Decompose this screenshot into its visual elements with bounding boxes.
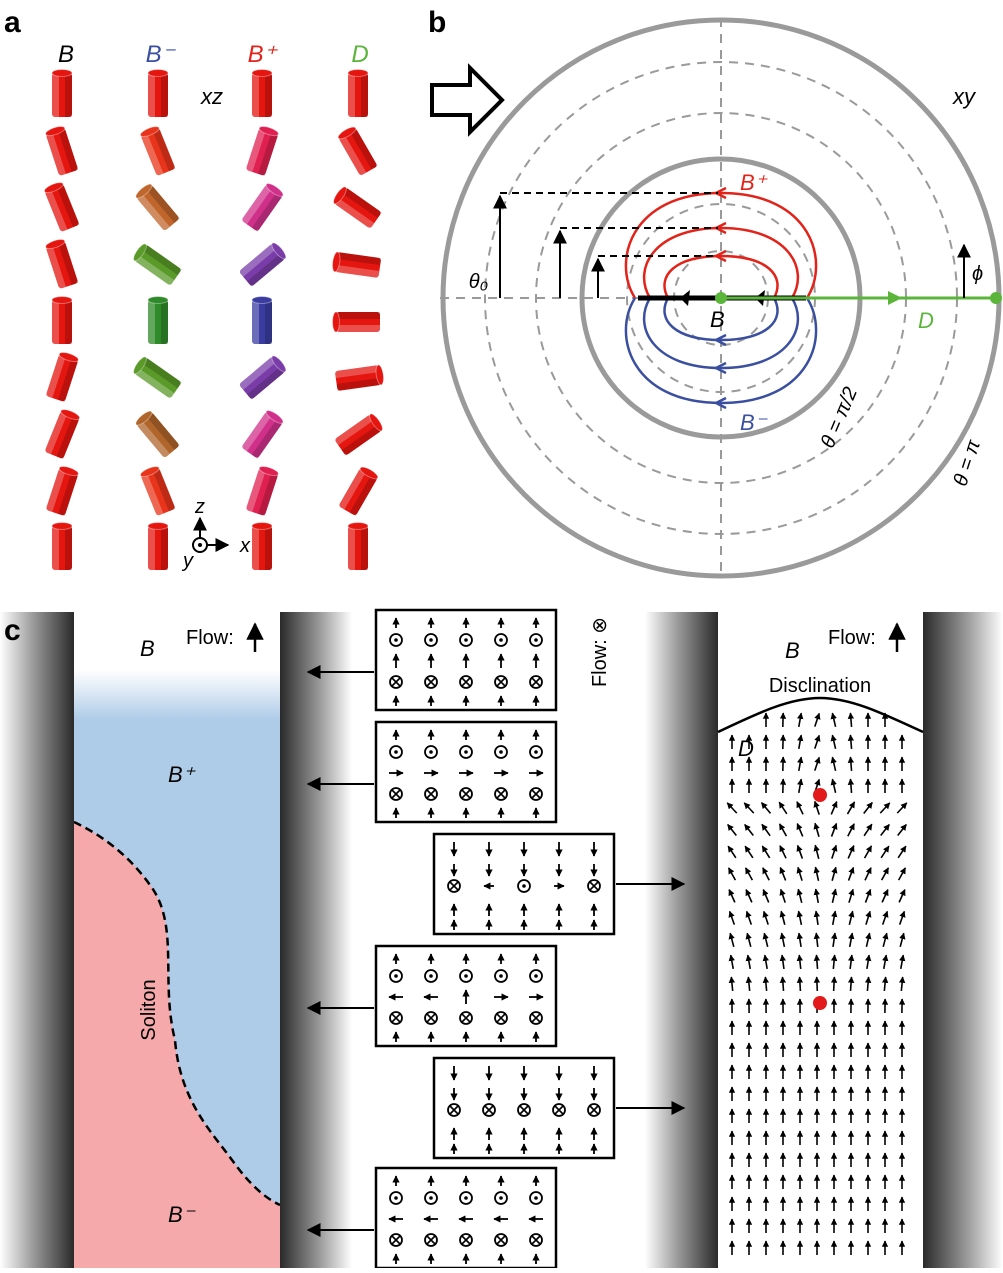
- direction-arrow-icon: [432, 68, 502, 132]
- left-wall-outer: [0, 612, 74, 1268]
- director-cylinder: [334, 412, 384, 456]
- column-label-B: B: [58, 41, 74, 68]
- cross-section-box: [376, 722, 556, 822]
- column-label-D: D: [351, 41, 368, 68]
- director-cylinders: [43, 70, 384, 571]
- director-cylinder: [139, 465, 175, 517]
- director-cylinder: [139, 125, 175, 177]
- panel-a: a B B⁻ B⁺ D xz z x y: [4, 6, 385, 572]
- director-cylinder: [239, 241, 288, 287]
- director-cylinder: [44, 408, 80, 460]
- director-cylinder: [148, 70, 168, 118]
- director-arrow: [851, 977, 852, 991]
- column-label-B-minus: B⁻: [146, 41, 177, 68]
- director-arrow: [850, 735, 851, 749]
- director-cylinder: [348, 523, 368, 571]
- director-cylinder: [148, 523, 168, 571]
- panel-b-letter: b: [428, 6, 446, 39]
- coordinate-axes: z x y: [181, 496, 251, 572]
- director-arrow: [850, 757, 851, 771]
- director-cylinder: [239, 354, 288, 400]
- director-cylinder: [52, 70, 72, 118]
- director-cylinder: [246, 125, 280, 176]
- panel-a-letter: a: [4, 6, 21, 39]
- panel-c-letter: c: [4, 614, 21, 647]
- theta-markers: [500, 193, 964, 298]
- b-label: B: [710, 307, 725, 332]
- b-point: [715, 292, 727, 304]
- director-cylinder: [52, 523, 72, 571]
- plane-label-xz: xz: [200, 84, 223, 109]
- director-cylinder: [252, 523, 272, 571]
- defect-point-lower: [813, 996, 827, 1010]
- director-cylinder: [131, 355, 181, 399]
- director-cylinder: [338, 465, 379, 516]
- phi-label: ϕ: [972, 263, 983, 285]
- director-cylinder: [46, 351, 80, 402]
- director-arrow: [816, 955, 817, 969]
- left-b-minus-label: B⁻: [168, 1202, 197, 1227]
- director-cylinder: [45, 125, 79, 176]
- director-cylinder: [45, 238, 79, 289]
- director-cylinder: [335, 365, 385, 391]
- director-cylinder: [131, 242, 181, 286]
- d-point: [990, 292, 1002, 304]
- director-arrow: [850, 713, 851, 727]
- plane-label-xy: xy: [952, 84, 977, 109]
- director-cylinder: [246, 465, 280, 516]
- director-cylinder: [241, 408, 285, 458]
- d-ray-arrowhead: [888, 291, 902, 305]
- right-wall-outer: [645, 612, 718, 1268]
- cross-section-box: [376, 610, 556, 710]
- director-arrow: [850, 779, 851, 793]
- left-b-plus-label: B⁺: [168, 762, 197, 787]
- director-cylinder: [337, 125, 378, 176]
- disclination-label: Disclination: [769, 675, 871, 697]
- director-cylinder: [252, 297, 272, 345]
- cross-section-box: [434, 1058, 614, 1158]
- cross-section-box: [434, 834, 614, 934]
- director-arrow: [817, 977, 818, 991]
- director-cylinder: [134, 182, 180, 231]
- x-axis-label: x: [239, 535, 251, 557]
- director-arrow: [782, 977, 783, 991]
- y-axis-label: y: [181, 550, 194, 572]
- right-flow-label: Flow:: [828, 627, 876, 649]
- director-arrow: [834, 977, 835, 991]
- director-cylinder: [333, 312, 381, 332]
- left-flow-label: Flow:: [186, 627, 234, 649]
- director-cylinder: [348, 70, 368, 118]
- director-arrow: [800, 977, 801, 991]
- right-d-label: D: [738, 736, 754, 761]
- director-cylinder: [331, 252, 381, 278]
- b-minus-label: B⁻: [740, 410, 769, 435]
- right-b-label: B: [785, 638, 800, 663]
- theta0-label: θ₀: [469, 271, 488, 293]
- d-label: D: [918, 308, 934, 333]
- director-cylinder: [52, 297, 72, 345]
- defect-point-upper: [813, 788, 827, 802]
- director-cylinder: [134, 409, 180, 458]
- b-plus-label: B⁺: [740, 170, 769, 195]
- panel-c: c Flow: B B⁺ B⁻ Soliton Flow: B Disclina…: [0, 610, 1003, 1268]
- left-wall-inner: [280, 612, 352, 1268]
- cross-section-box: [376, 946, 556, 1046]
- right-wall-inner: [923, 612, 1003, 1268]
- director-cylinder: [331, 185, 381, 229]
- left-b-label: B: [140, 636, 155, 661]
- panel-b: b xy: [428, 6, 1002, 578]
- middle-flow-label: Flow: ⊗: [589, 617, 611, 687]
- cross-section-box: [376, 1168, 556, 1268]
- cross-section-boxes: [308, 610, 684, 1268]
- z-axis-label: z: [194, 496, 205, 518]
- director-cylinder: [43, 181, 79, 233]
- director-cylinder: [46, 465, 80, 516]
- director-cylinder: [148, 297, 168, 345]
- blue-fade: [74, 670, 280, 720]
- column-label-B-plus: B⁺: [248, 41, 279, 68]
- director-cylinder: [241, 181, 285, 231]
- director-cylinder: [252, 70, 272, 118]
- soliton-label: Soliton: [138, 979, 160, 1040]
